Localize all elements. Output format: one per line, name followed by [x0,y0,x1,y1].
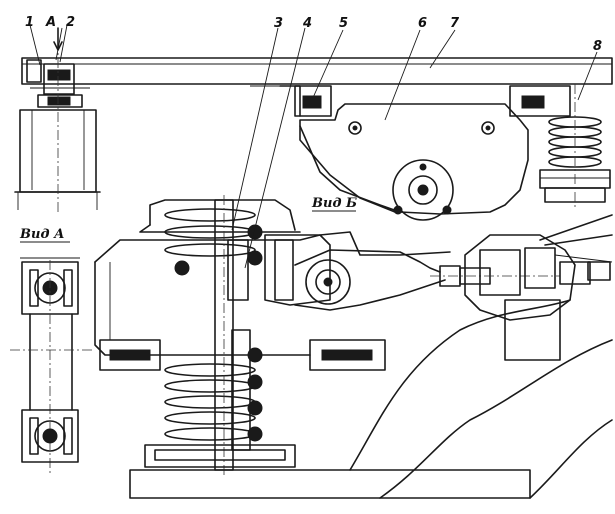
callout-8: 8 [593,39,602,54]
callout-4: 4 [302,16,312,31]
central-spring-assembly [94,195,531,499]
right-frame [349,299,613,499]
leader-lines [29,24,598,269]
left-shock-absorber [14,40,101,215]
callout-3: 3 [274,16,283,31]
right-top-spring [509,84,611,210]
right-joint [464,214,613,361]
callout-5: 5 [339,16,348,31]
callout-a: A [45,15,56,30]
top-beam [21,57,613,85]
callout-1: 1 [25,15,34,30]
view-a-detail [10,257,92,475]
callout-7: 7 [450,16,460,31]
pendulum-segment [250,85,529,221]
connecting-rod [294,249,560,311]
view-b-label: Вид Б [311,196,357,211]
callout-6: 6 [418,16,427,31]
view-a-label: Вид А [19,227,65,242]
callout-2: 2 [66,15,75,30]
